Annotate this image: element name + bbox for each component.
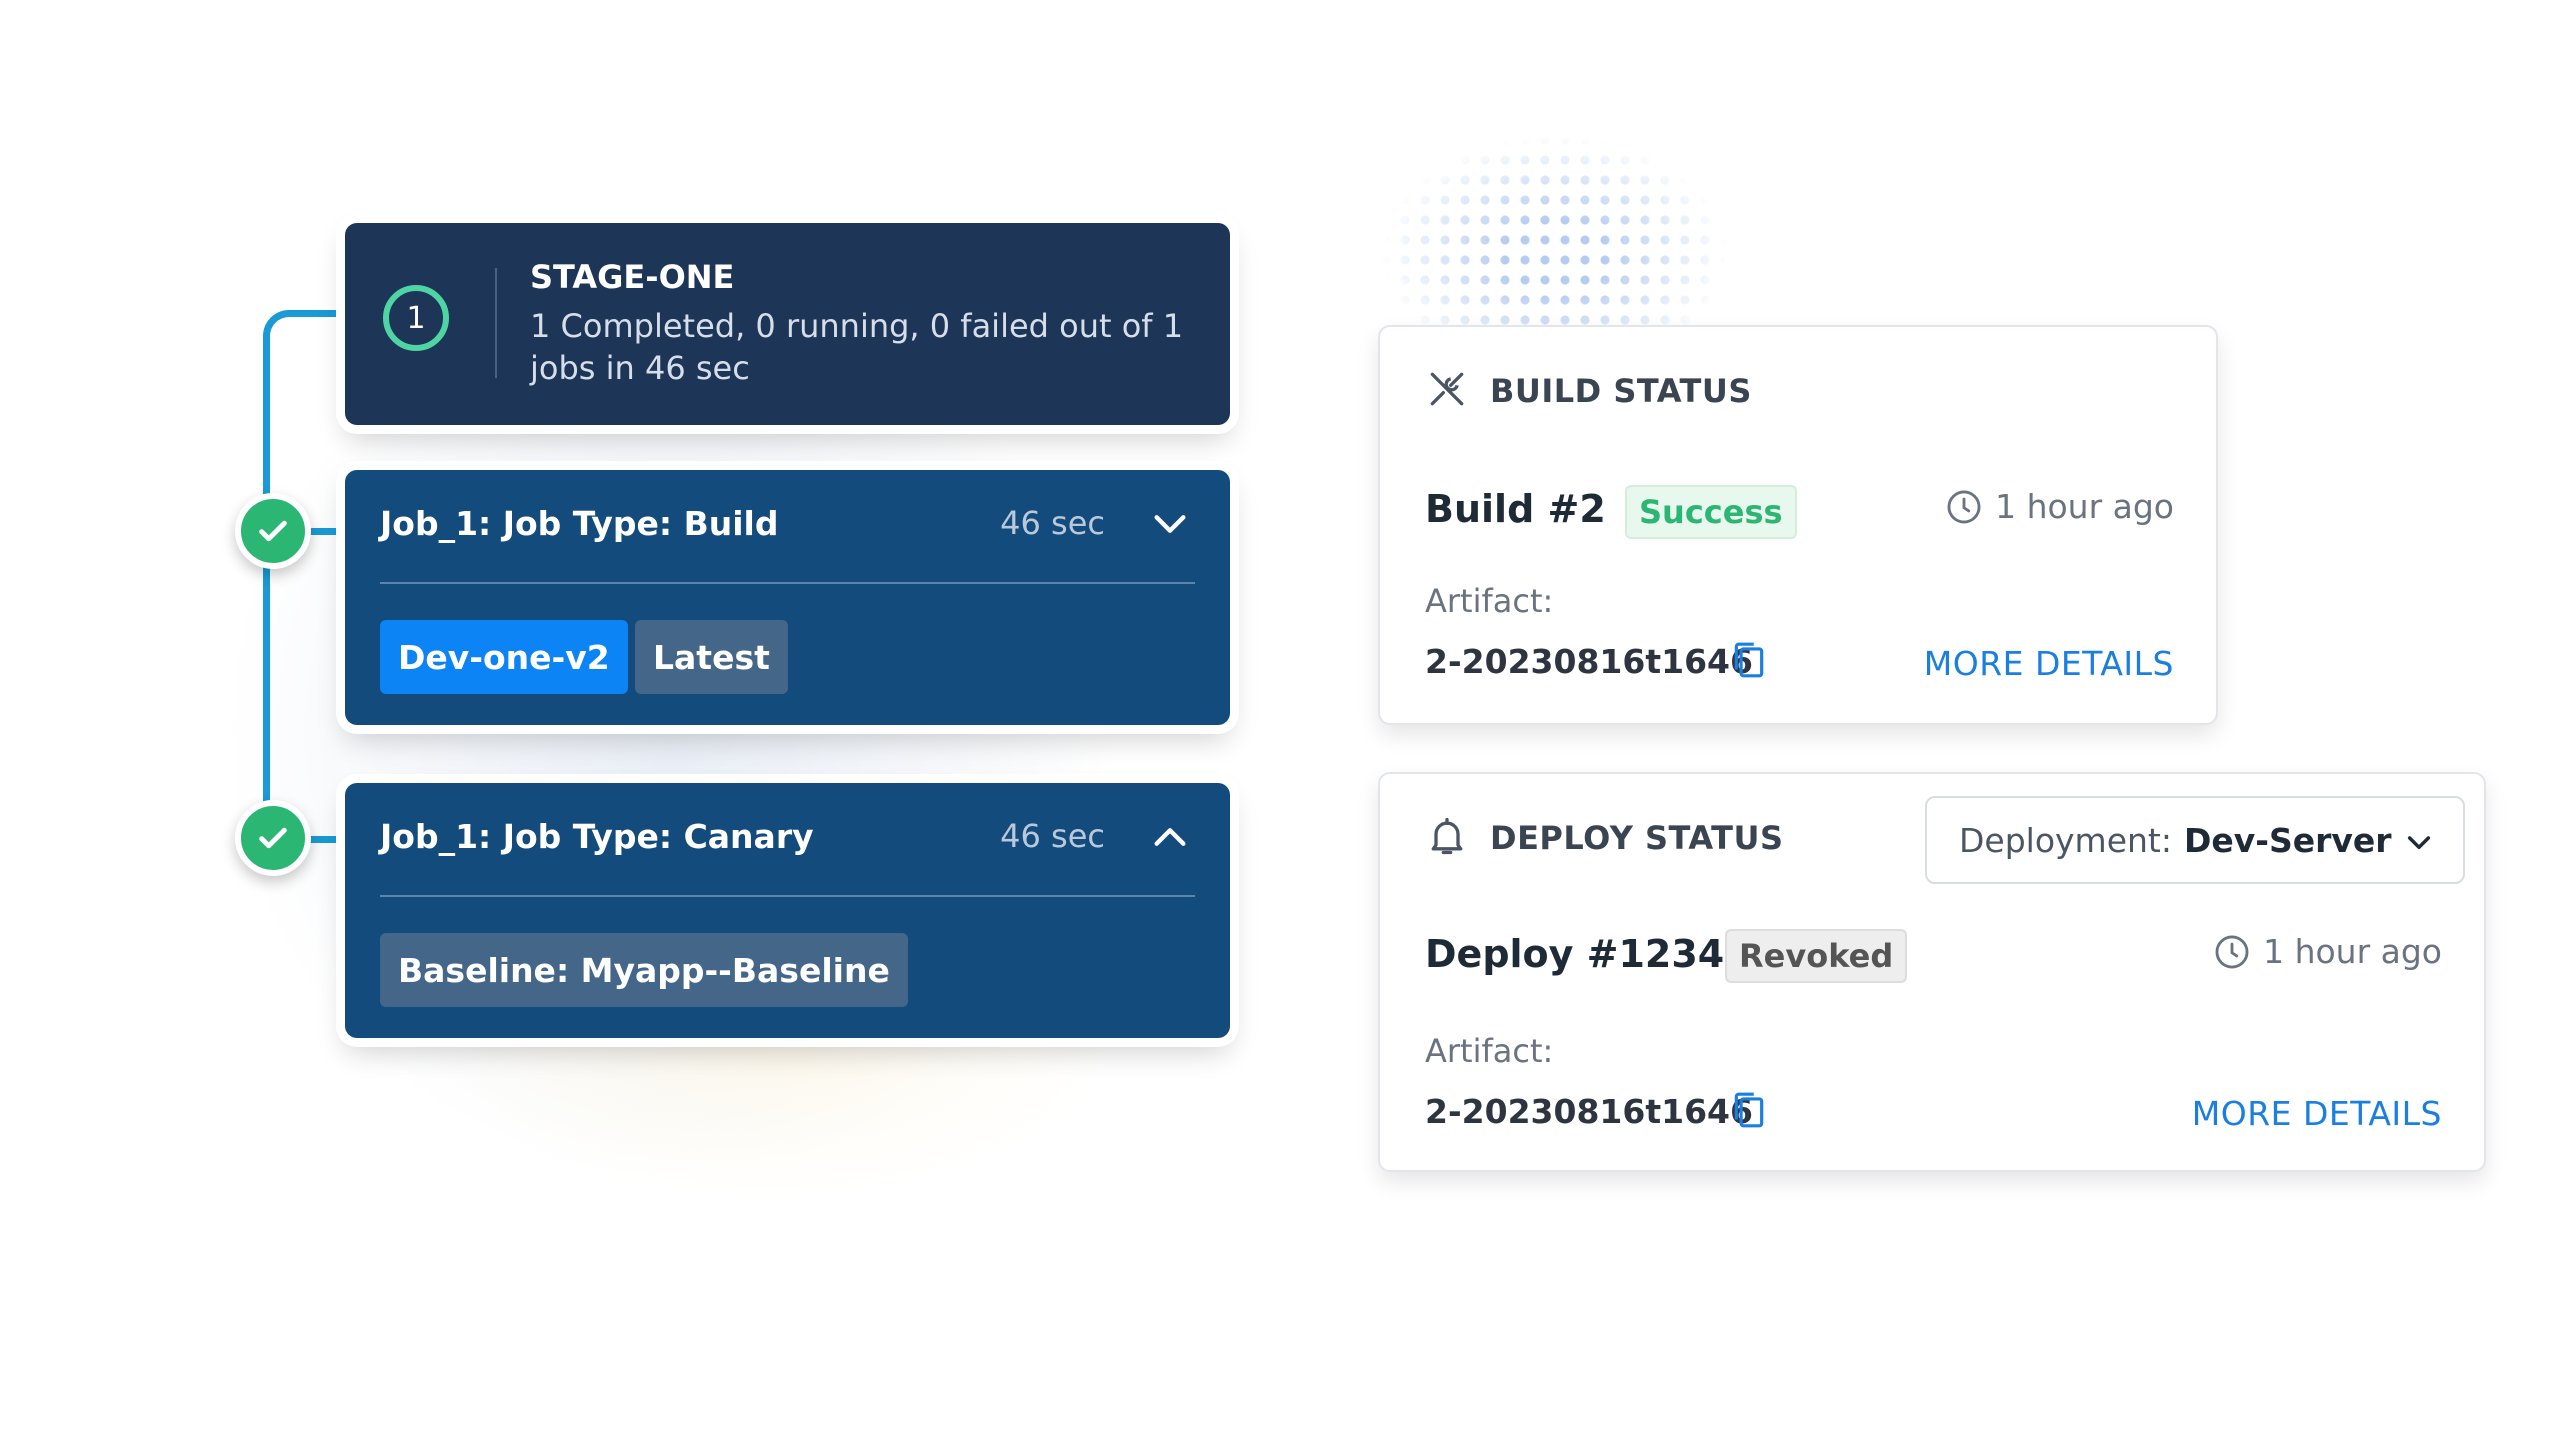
job-card-canary[interactable]: Job_1: Job Type: Canary 46 sec Baseline:…	[345, 783, 1230, 1038]
job-title: Job_1: Job Type: Canary	[380, 817, 814, 856]
deploy-number: Deploy #1234	[1425, 932, 1725, 976]
deploy-time: 1 hour ago	[2213, 932, 2442, 971]
chevron-down-icon[interactable]	[1150, 504, 1190, 544]
tag-branch[interactable]: Dev-one-v2	[380, 620, 628, 694]
divider	[380, 895, 1195, 897]
artifact-value: 2-20230816t1646	[1425, 642, 1753, 681]
deployment-dropdown[interactable]: Deployment: Dev-Server	[1925, 796, 2465, 884]
clock-icon	[2215, 935, 2249, 968]
more-details-link[interactable]: MORE DETAILS	[1923, 644, 2174, 683]
stage-summary: 1 Completed, 0 running, 0 failed out of …	[530, 307, 1184, 387]
clock-icon	[1947, 490, 1981, 523]
dropdown-label: Deployment:	[1959, 820, 2172, 860]
tools-icon	[1430, 372, 1464, 406]
divider	[495, 268, 497, 378]
build-time: 1 hour ago	[1945, 487, 2174, 526]
tag-version[interactable]: Latest	[635, 620, 788, 694]
build-status-panel: BUILD STATUS Build #2 Success 1 hour ago…	[1378, 325, 2218, 725]
panel-title: BUILD STATUS	[1490, 372, 1752, 410]
chevron-down-icon	[2407, 836, 2431, 850]
panel-title: DEPLOY STATUS	[1490, 819, 1784, 857]
job-card-build[interactable]: Job_1: Job Type: Build 46 sec Dev-one-v2…	[345, 470, 1230, 725]
dot-pattern-decoration	[1375, 130, 1735, 340]
time-label: 1 hour ago	[1995, 487, 2174, 526]
pipeline-connector	[263, 310, 344, 847]
stage-number-badge: 1	[383, 285, 449, 351]
dropdown-value: Dev-Server	[2183, 820, 2392, 860]
stage-title: STAGE-ONE	[530, 258, 735, 296]
more-details-link[interactable]: MORE DETAILS	[2191, 1094, 2442, 1133]
build-number: Build #2	[1425, 487, 1606, 531]
status-badge: Success	[1625, 485, 1797, 539]
chevron-up-icon[interactable]	[1150, 817, 1190, 857]
status-badge: Revoked	[1725, 929, 1908, 983]
job-duration: 46 sec	[1000, 504, 1105, 542]
artifact-value: 2-20230816t1646	[1425, 1092, 1753, 1131]
check-icon	[235, 800, 311, 876]
artifact-label: Artifact:	[1425, 1032, 1554, 1070]
copy-icon[interactable]	[1730, 639, 1768, 681]
divider	[380, 582, 1195, 584]
check-icon	[235, 493, 311, 569]
job-duration: 46 sec	[1000, 817, 1105, 855]
tag-baseline[interactable]: Baseline: Myapp--Baseline	[380, 933, 908, 1007]
time-label: 1 hour ago	[2263, 932, 2442, 971]
copy-icon[interactable]	[1730, 1089, 1768, 1131]
stage-card[interactable]: 1 STAGE-ONE 1 Completed, 0 running, 0 fa…	[345, 223, 1230, 425]
job-title: Job_1: Job Type: Build	[380, 504, 779, 543]
deploy-status-panel: DEPLOY STATUS Deployment: Dev-Server Dep…	[1378, 772, 2486, 1172]
bell-icon	[1431, 817, 1463, 855]
artifact-label: Artifact:	[1425, 582, 1554, 620]
